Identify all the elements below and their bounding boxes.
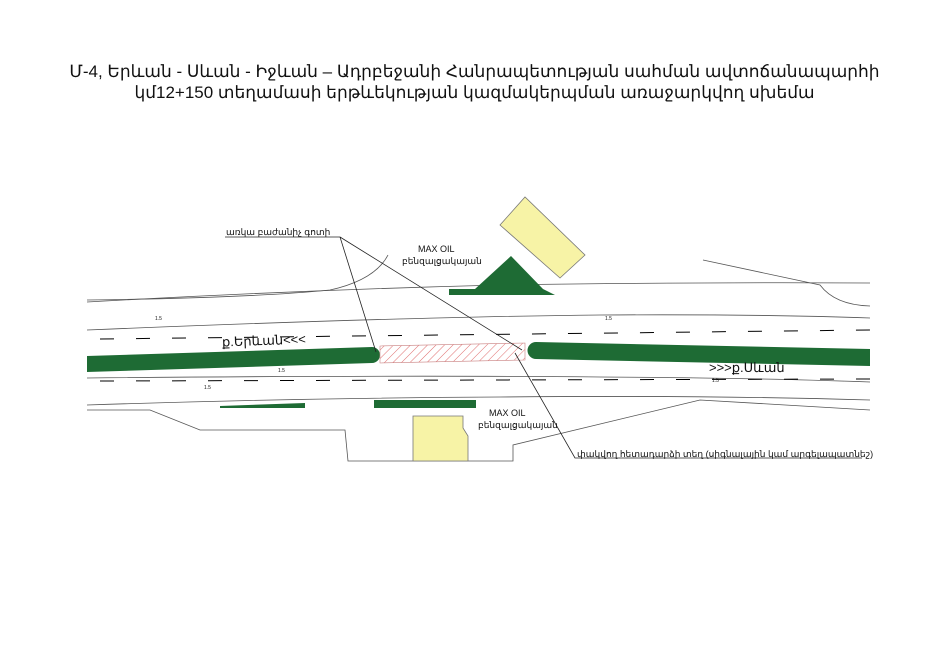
lane-marking-top (99, 329, 871, 340)
slope-mark: 1.5 (605, 316, 612, 322)
building-bottom (412, 415, 469, 462)
title-line-1: Մ-4, Երևան - Սևան - Իջևան – Ադրբեջանի Հա… (69, 62, 880, 81)
label-station-bottom-name: MAX OIL (489, 408, 526, 418)
label-median: առկա բաժանիչ գոտի (226, 227, 331, 237)
slope-mark: 1.5 (155, 316, 162, 322)
median-right (527, 342, 870, 366)
title-line-2: կմ12+150 տեղամասի երթևեկության կազմակերպ… (134, 83, 815, 102)
leader-closed-turn (514, 352, 862, 459)
median-closed-gap (379, 342, 526, 364)
label-station-top-type: բենզալցակայան (402, 256, 482, 266)
lane-marking-bottom (99, 378, 871, 382)
road-edge-bottom-outer (86, 396, 871, 406)
slope-mark: 1.5 (712, 378, 719, 384)
island-bottom-left (220, 403, 305, 408)
island-bottom (374, 400, 476, 408)
access-road-bottom-left (87, 399, 871, 462)
station-canopy-top (449, 256, 555, 295)
label-station-top-name: MAX OIL (418, 244, 455, 254)
road-edge-top (86, 314, 871, 331)
slope-mark: 1.5 (204, 385, 211, 391)
access-road-top (86, 254, 389, 301)
leader-median (225, 236, 523, 353)
median-left (87, 347, 380, 372)
access-road-right (702, 259, 871, 307)
road-edge-bottom (86, 375, 871, 383)
slope-mark: 1.5 (278, 368, 285, 374)
label-station-bottom-type: բենզալցակայան (478, 420, 558, 430)
label-direction-sevan: >>>ք.Սևան (709, 360, 785, 375)
label-closed-turn: փակվող հետադարձի տեղ (սիգնալ​ային կամ ար… (577, 449, 874, 459)
building-top (499, 196, 586, 279)
label-direction-yerevan: ք.Երևան<<< (221, 331, 307, 350)
